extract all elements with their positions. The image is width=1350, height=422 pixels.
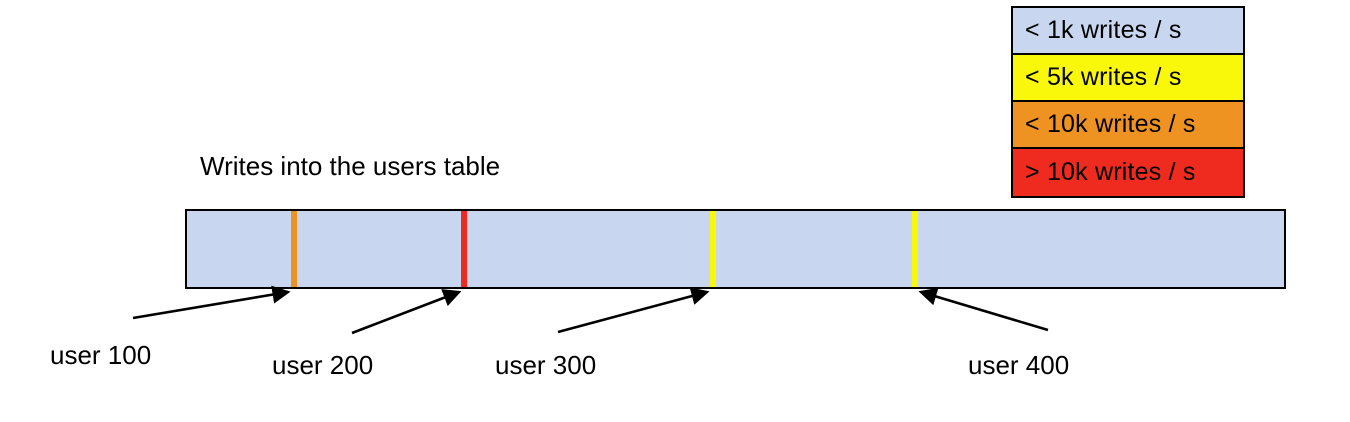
bar-marker-user-100	[291, 211, 297, 287]
bar-marker-user-300	[710, 211, 716, 287]
bar-background	[185, 209, 1286, 289]
annotation-label-user-400: user 400	[968, 350, 1070, 380]
legend-row: < 5k writes / s	[1013, 55, 1243, 102]
arrow-user-200	[351, 289, 462, 335]
legend-row-label: < 10k writes / s	[1025, 110, 1196, 138]
legend-row: > 10k writes / s	[1013, 149, 1243, 196]
annotation-label-user-300: user 300	[495, 350, 597, 380]
arrow-user-300	[557, 287, 710, 334]
arrow-user-400	[918, 287, 1049, 332]
arrow-user-100	[132, 285, 291, 320]
legend-row: < 10k writes / s	[1013, 102, 1243, 149]
annotation-label-user-100: user 100	[50, 340, 152, 370]
legend-row: < 1k writes / s	[1013, 8, 1243, 55]
annotation-label-user-200: user 200	[272, 350, 374, 380]
users-table-keyspace-bar	[185, 209, 1286, 289]
bar-marker-user-200	[461, 211, 467, 287]
chart-title: Writes into the users table	[200, 151, 501, 181]
legend: < 1k writes / s < 5k writes / s < 10k wr…	[1011, 6, 1245, 198]
legend-row-label: < 5k writes / s	[1025, 63, 1182, 91]
legend-row-label: < 1k writes / s	[1025, 16, 1182, 44]
bar-marker-user-400	[912, 211, 918, 287]
legend-row-label: > 10k writes / s	[1025, 158, 1196, 186]
